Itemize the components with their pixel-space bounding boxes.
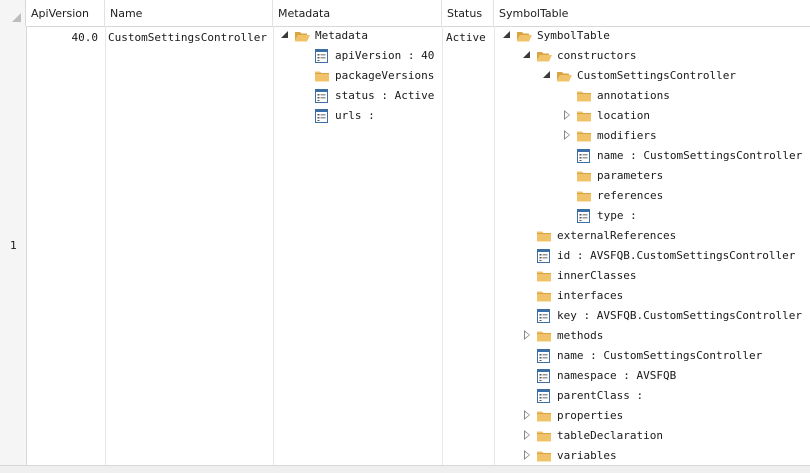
folder-icon <box>536 288 552 304</box>
column-header-metadata[interactable]: Metadata <box>273 0 442 26</box>
collapse-arrow-icon[interactable] <box>280 30 290 40</box>
grid-header: ApiVersion Name Metadata Status SymbolTa… <box>0 0 810 27</box>
property-icon <box>576 208 592 224</box>
column-header-symboltable[interactable]: SymbolTable <box>499 7 569 20</box>
folder-open-icon <box>294 28 310 44</box>
folder-open-icon <box>516 28 532 44</box>
column-header-status[interactable]: Status <box>442 0 494 26</box>
folder-icon <box>536 408 552 424</box>
property-icon <box>536 348 552 364</box>
collapse-arrow-icon[interactable] <box>542 70 552 80</box>
folder-icon <box>576 88 592 104</box>
property-icon <box>536 368 552 384</box>
tree-node-label: innerClasses <box>557 269 637 282</box>
tree-node-label: parentClass : <box>557 389 644 402</box>
folder-icon <box>536 228 552 244</box>
tree-node-label: properties <box>557 409 624 422</box>
expand-arrow-icon[interactable] <box>522 330 532 340</box>
cell-apiversion[interactable]: 40.0 <box>71 31 99 44</box>
tree-node-label: annotations <box>597 89 670 102</box>
collapse-arrow-icon[interactable] <box>522 50 532 60</box>
expand-arrow-icon[interactable] <box>522 450 532 460</box>
folder-icon <box>536 448 552 464</box>
tree-node-label: name : CustomSettingsController <box>557 349 763 362</box>
horizontal-scrollbar[interactable] <box>0 465 810 473</box>
tree-node-label: urls : <box>335 109 375 122</box>
expand-arrow-icon[interactable] <box>522 410 532 420</box>
folder-open-icon <box>536 48 552 64</box>
folder-icon <box>536 268 552 284</box>
tree-node-label: type : <box>597 209 637 222</box>
tree-node-label: references <box>597 189 664 202</box>
row-number: 1 <box>10 239 17 252</box>
tree-node-label: interfaces <box>557 289 624 302</box>
folder-open-icon <box>556 68 572 84</box>
column-header-name[interactable]: Name <box>105 0 273 26</box>
folder-icon <box>536 328 552 344</box>
tree-node-label: variables <box>557 449 617 462</box>
folder-icon <box>576 108 592 124</box>
collapse-arrow-icon[interactable] <box>502 30 512 40</box>
tree-node-label: status : Active <box>335 89 435 102</box>
property-icon <box>536 248 552 264</box>
property-icon <box>314 48 330 64</box>
property-icon <box>314 88 330 104</box>
select-all-corner[interactable] <box>0 0 26 26</box>
expand-arrow-icon[interactable] <box>562 110 572 120</box>
column-header-apiversion[interactable]: ApiVersion <box>26 0 105 26</box>
tree-node-label: id : AVSFQB.CustomSettingsController <box>557 249 796 262</box>
expand-arrow-icon[interactable] <box>562 130 572 140</box>
cell-status[interactable]: Active <box>446 31 486 44</box>
property-icon <box>536 308 552 324</box>
tree-node-label: apiVersion : 40 <box>335 49 435 62</box>
tree-node-label: CustomSettingsController <box>577 69 736 82</box>
tree-node-label: location <box>597 109 650 122</box>
property-icon <box>576 148 592 164</box>
tree-node-label: tableDeclaration <box>557 429 663 442</box>
folder-icon <box>576 168 592 184</box>
expand-arrow-icon[interactable] <box>522 430 532 440</box>
tree-node-label: Metadata <box>315 29 368 42</box>
tree-node-label: namespace : AVSFQB <box>557 369 677 382</box>
property-icon <box>536 388 552 404</box>
tree-node-label: constructors <box>557 49 637 62</box>
tree-node-label: modifiers <box>597 129 657 142</box>
tree-node-label: parameters <box>597 169 664 182</box>
cell-name[interactable]: CustomSettingsController <box>108 31 267 44</box>
tree-node-label: externalReferences <box>557 229 677 242</box>
property-icon <box>314 108 330 124</box>
tree-node-label: SymbolTable <box>537 29 610 42</box>
tree-node-label: methods <box>557 329 604 342</box>
folder-icon <box>536 428 552 444</box>
folder-icon <box>576 128 592 144</box>
row-header[interactable]: 1 <box>0 26 27 466</box>
folder-icon <box>314 68 330 84</box>
tree-node-label: packageVersions <box>335 69 435 82</box>
tree-node-label: name : CustomSettingsController <box>597 149 803 162</box>
tree-node-label: key : AVSFQB.CustomSettingsController <box>557 309 803 322</box>
folder-icon <box>576 188 592 204</box>
